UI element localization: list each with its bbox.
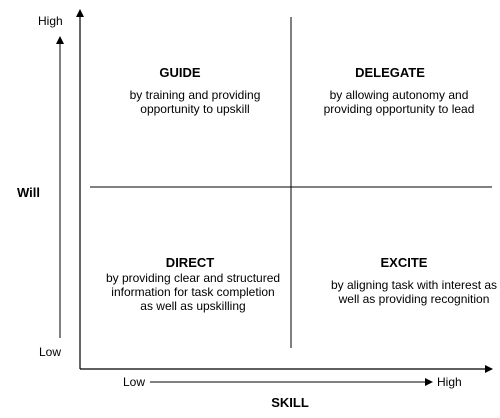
direct-description: by providing clear and structured inform… <box>106 271 280 313</box>
skill-axis-title: SKILL <box>271 395 309 410</box>
direct-description-line: as well as upskilling <box>140 299 246 313</box>
skill-high-label: High <box>437 375 462 389</box>
excite-description-line: well as providing recognition <box>338 292 490 306</box>
excite-description: by aligning task with interest as well a… <box>331 278 497 306</box>
delegate-description-line: providing opportunity to lead <box>323 102 475 116</box>
guide-description: by training and providing opportunity to… <box>130 88 261 116</box>
direct-description-line: by providing clear and structured <box>105 271 281 285</box>
direct-description-line: information for task completion <box>111 285 275 299</box>
excite-title: EXCITE <box>380 255 428 270</box>
will-axis-title: Will <box>17 185 40 200</box>
will-high-label: High <box>38 14 63 28</box>
guide-description-line: by training and providing <box>129 88 261 102</box>
delegate-title: DELEGATE <box>355 65 425 80</box>
guide-description-line: opportunity to upskill <box>140 102 250 116</box>
direct-title: DIRECT <box>165 255 215 270</box>
excite-description-line: by aligning task with interest as <box>330 278 498 292</box>
delegate-description-line: by allowing autonomy and <box>329 88 469 102</box>
delegate-description: by allowing autonomy and providing oppor… <box>324 88 475 116</box>
guide-title: GUIDE <box>159 65 201 80</box>
skill-low-label: Low <box>123 375 146 389</box>
will-low-label: Low <box>39 345 62 359</box>
